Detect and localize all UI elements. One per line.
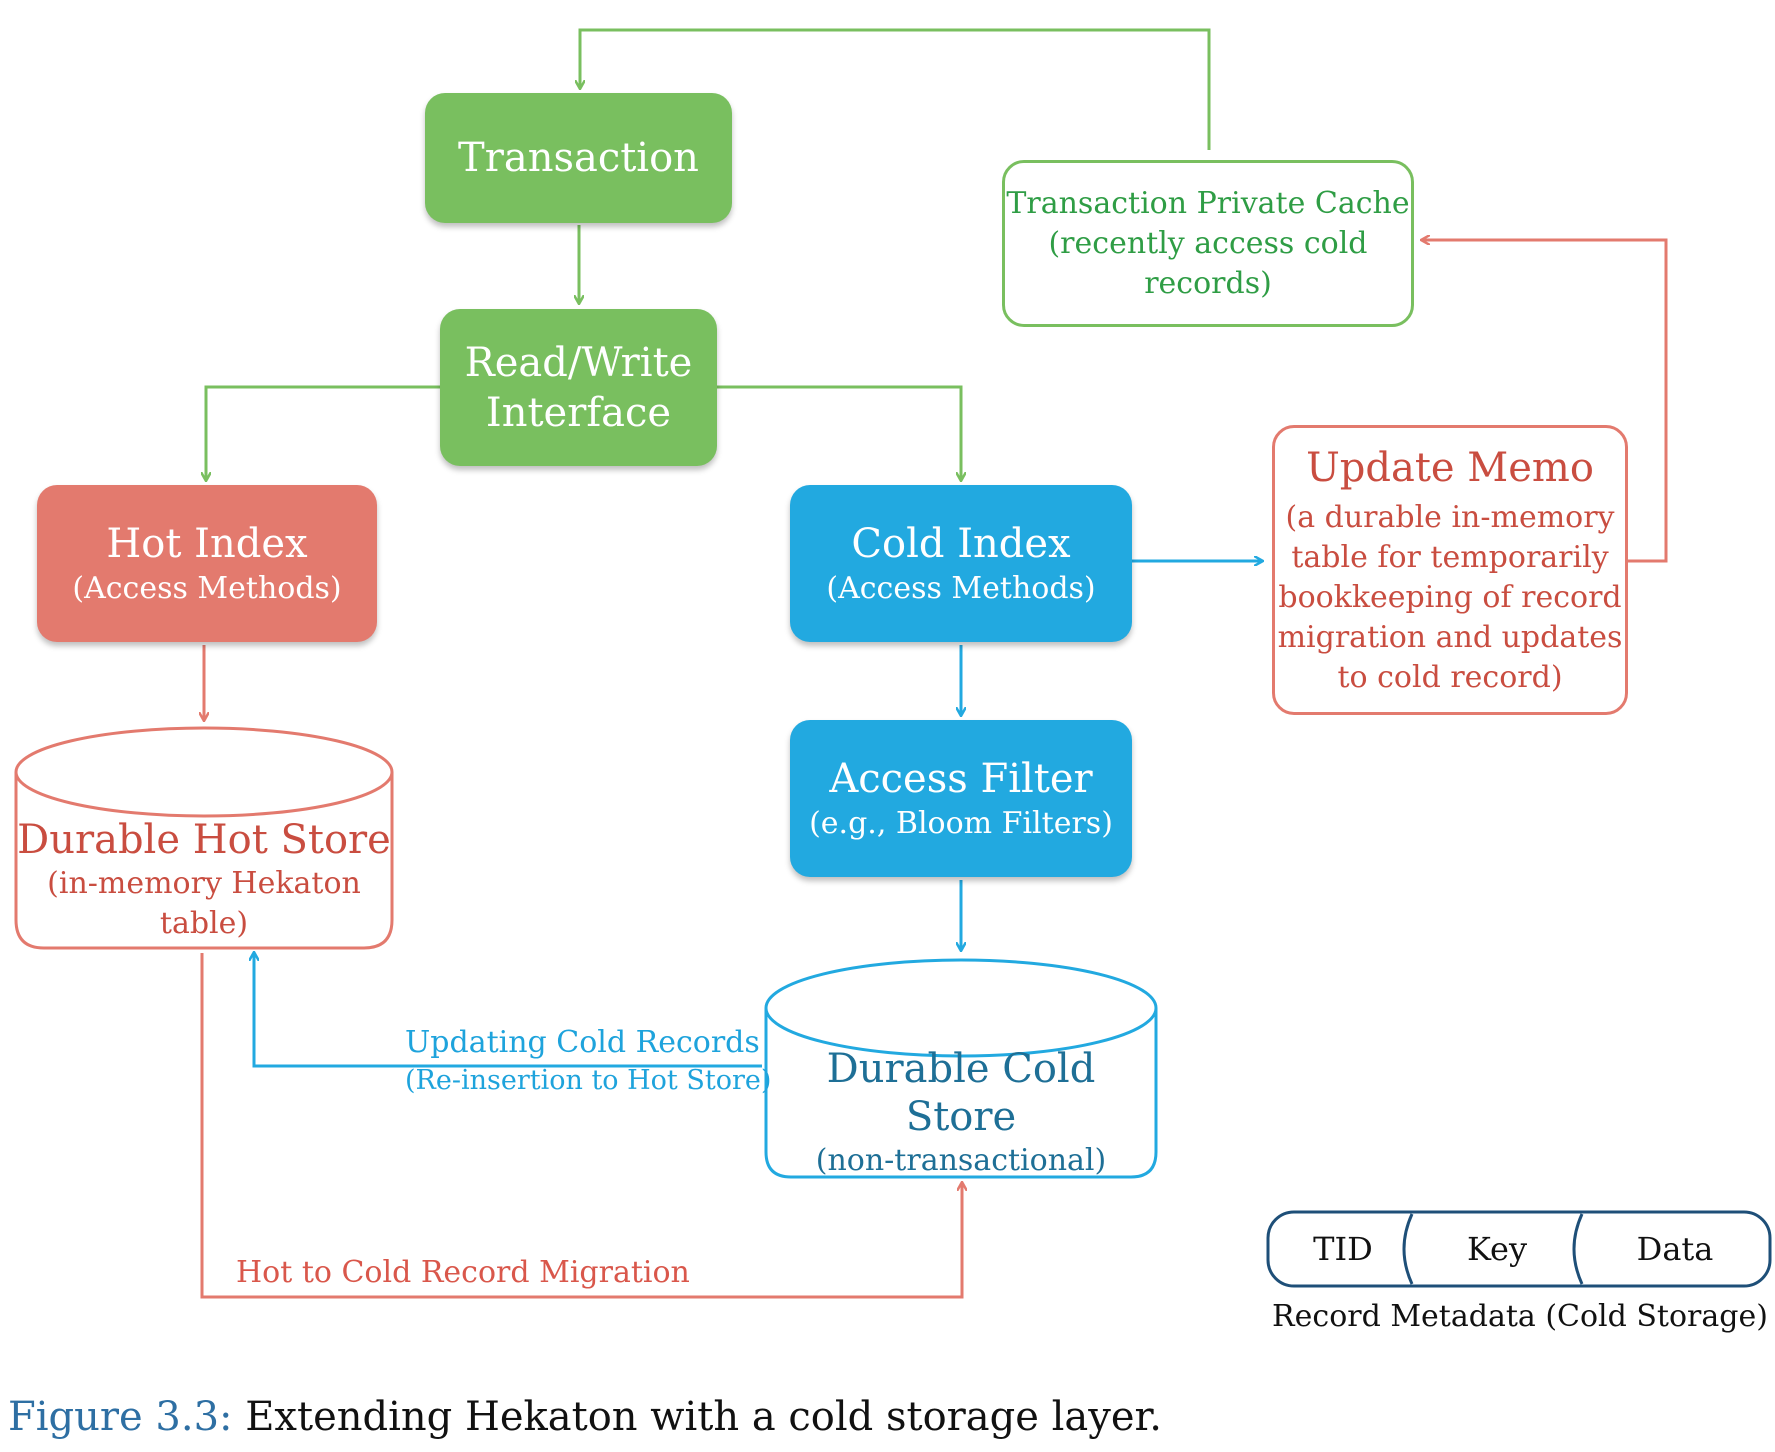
arrow-hot-to-cold-migration xyxy=(200,953,962,1299)
update-memo-line: (a durable in-memory xyxy=(1285,500,1615,535)
update-memo-line: bookkeeping of record xyxy=(1278,580,1622,615)
arrow-rw-to-hot-index xyxy=(206,385,440,480)
access-filter-subtitle: (e.g., Bloom Filters) xyxy=(809,805,1113,841)
update-memo-line: to cold record) xyxy=(1337,660,1563,695)
arrow-cold-store-to-hot-store xyxy=(254,953,762,1068)
figure-caption-text: Extending Hekaton with a cold storage la… xyxy=(245,1394,1162,1440)
transaction-label: Transaction xyxy=(458,135,699,181)
cold-store-cylinder xyxy=(764,958,1158,1179)
hot-index-subtitle: (Access Methods) xyxy=(72,570,342,606)
rw-interface-line2: Interface xyxy=(485,389,672,436)
private-cache-line1: Transaction Private Cache xyxy=(1006,185,1410,221)
figure-caption-prefix: Figure 3.3: xyxy=(8,1394,233,1440)
migration-label: Hot to Cold Record Migration xyxy=(236,1255,690,1290)
updating-cold-line2: (Re-insertion to Hot Store) xyxy=(405,1065,772,1096)
hot-store-title: Durable Hot Store xyxy=(17,817,391,863)
record-metadata-caption: Record Metadata (Cold Storage) xyxy=(1272,1299,1768,1334)
cold-store-title: Durable Cold Store xyxy=(826,1046,1096,1140)
access-filter-box: Access Filter (e.g., Bloom Filters) xyxy=(790,720,1132,877)
update-memo-line: migration and updates xyxy=(1277,620,1623,655)
access-filter-title: Access Filter xyxy=(829,755,1093,802)
cold-store-subtitle: (non-transactional) xyxy=(815,1143,1107,1178)
cold-index-subtitle: (Access Methods) xyxy=(826,570,1096,606)
update-memo-title: Update Memo xyxy=(1306,445,1594,491)
hot-index-title: Hot Index xyxy=(106,520,308,567)
metadata-field-key: Key xyxy=(1466,1230,1528,1268)
metadata-field-data: Data xyxy=(1636,1230,1714,1268)
update-memo-line: table for temporarily xyxy=(1291,540,1609,575)
figure-caption: Figure 3.3: Extending Hekaton with a col… xyxy=(8,1392,1162,1442)
private-cache-line2: (recently access cold records) xyxy=(1048,225,1368,301)
rw-interface-line1: Read/Write xyxy=(464,339,693,386)
hot-index-box: Hot Index (Access Methods) xyxy=(37,485,377,642)
cold-index-box: Cold Index (Access Methods) xyxy=(790,485,1132,642)
update-memo-box: Update Memo (a durable in-memory table f… xyxy=(1272,425,1628,715)
cold-store-text: Durable Cold Store (non-transactional) xyxy=(766,1046,1156,1178)
rw-interface-box: Read/Write Interface xyxy=(440,309,717,466)
hot-store-cylinder xyxy=(14,726,394,950)
updating-cold-line1: Updating Cold Records xyxy=(405,1025,760,1060)
hot-store-text: Durable Hot Store (in-memory Hekaton tab… xyxy=(16,817,392,941)
cold-index-title: Cold Index xyxy=(851,520,1071,567)
transaction-box: Transaction xyxy=(425,93,732,223)
hot-store-subtitle: (in-memory Hekaton table) xyxy=(47,866,361,941)
arrow-cache-to-transaction xyxy=(580,28,1211,150)
private-cache-box: Transaction Private Cache (recently acce… xyxy=(1002,160,1414,327)
arrow-memo-to-cache xyxy=(1422,240,1668,563)
record-metadata-frame xyxy=(1266,1210,1772,1288)
updating-cold-label: Updating Cold Records (Re-insertion to H… xyxy=(405,1024,772,1100)
metadata-field-tid: TID xyxy=(1313,1230,1373,1268)
arrow-rw-to-cold-index xyxy=(717,385,961,480)
